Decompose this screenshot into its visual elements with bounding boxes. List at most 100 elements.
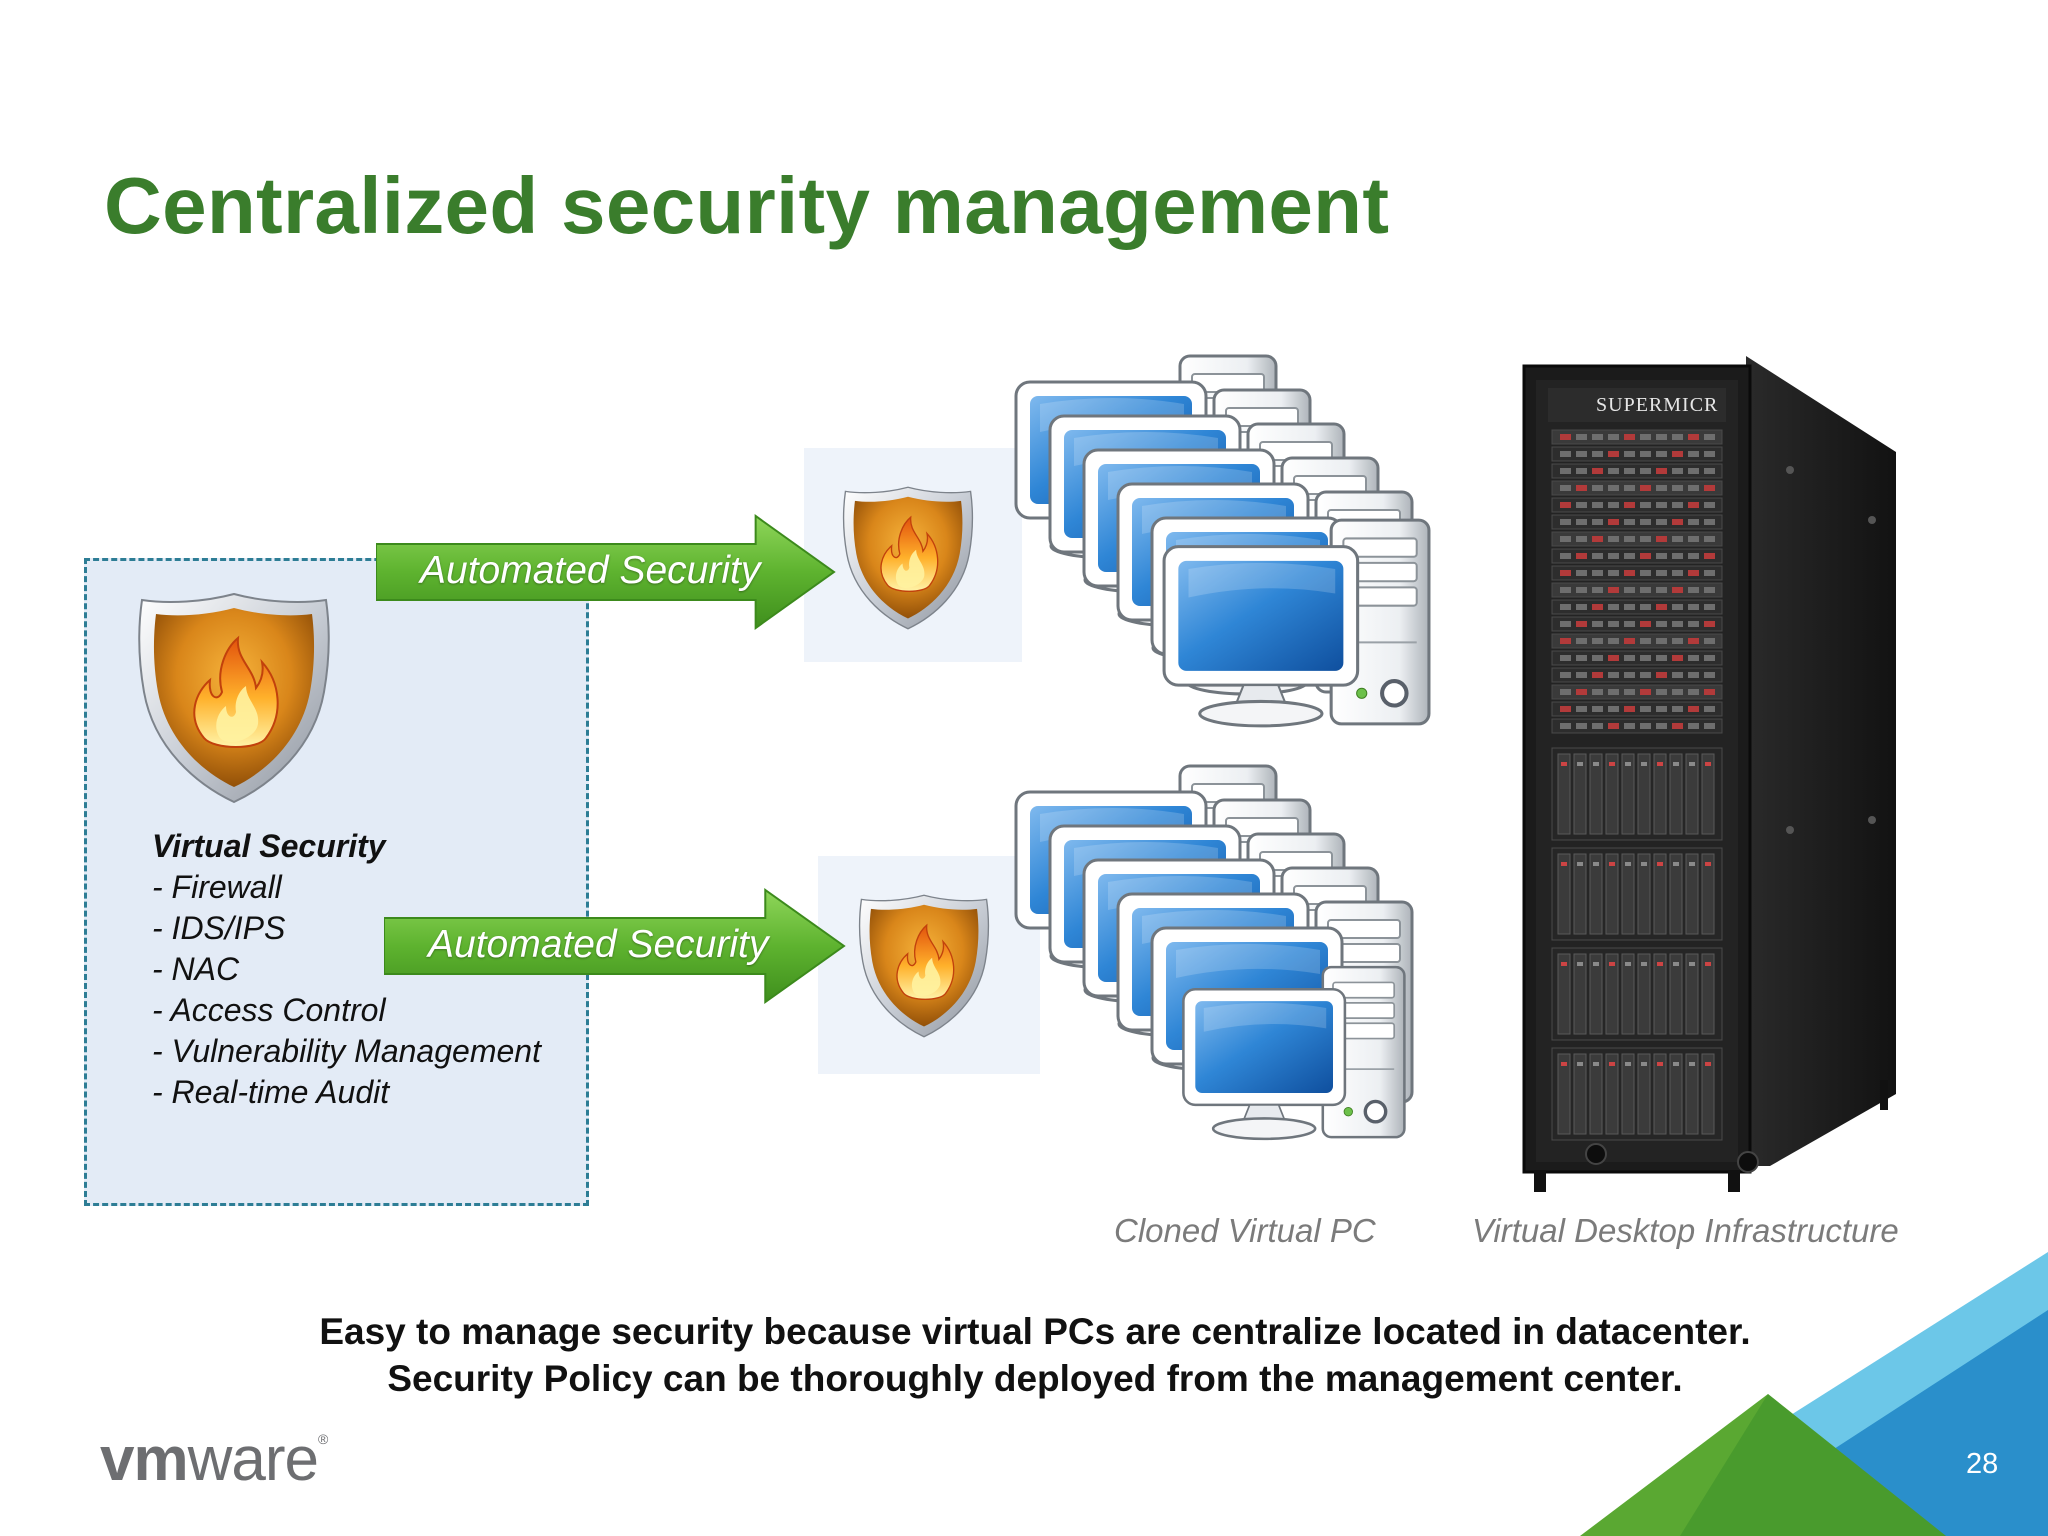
drive-bay xyxy=(1608,723,1619,729)
drive-bay xyxy=(1560,485,1571,491)
drive-bay xyxy=(1576,604,1587,610)
drive-bay xyxy=(1608,604,1619,610)
blade-led xyxy=(1609,1062,1615,1066)
drive-bay xyxy=(1592,570,1603,576)
blade xyxy=(1557,753,1571,835)
drive-bay xyxy=(1560,706,1571,712)
drive-bay xyxy=(1672,587,1683,593)
drive-bay xyxy=(1576,621,1587,627)
server-brand-label: SUPERMICR xyxy=(1596,394,1719,416)
drive-bay xyxy=(1576,502,1587,508)
drive-bay xyxy=(1624,468,1635,474)
blade xyxy=(1573,953,1587,1035)
drive-bay xyxy=(1608,553,1619,559)
drive-bay xyxy=(1624,689,1635,695)
drive-bay xyxy=(1672,723,1683,729)
blade-led xyxy=(1593,862,1599,866)
rack-unit xyxy=(1551,701,1723,717)
drive-bay xyxy=(1640,485,1651,491)
blade-led xyxy=(1577,962,1583,966)
blade-led xyxy=(1705,1062,1711,1066)
drive-bay xyxy=(1640,587,1651,593)
drive-bay xyxy=(1672,502,1683,508)
rack-unit xyxy=(1551,531,1723,547)
drive-bay xyxy=(1576,706,1587,712)
drive-bay xyxy=(1640,536,1651,542)
drive-bay xyxy=(1704,706,1715,712)
shield-flame-icon xyxy=(138,593,330,803)
blade-led xyxy=(1673,962,1679,966)
drive-bay xyxy=(1608,519,1619,525)
drive-bay xyxy=(1656,689,1667,695)
drive-bay xyxy=(1560,672,1571,678)
blade-led xyxy=(1561,862,1567,866)
drive-bay xyxy=(1704,621,1715,627)
drive-bay xyxy=(1608,655,1619,661)
drive-bay xyxy=(1624,570,1635,576)
rack-unit xyxy=(1551,548,1723,564)
corner-triangles xyxy=(1580,1252,2048,1536)
virtual-security-list: Virtual Security - Firewall - IDS/IPS - … xyxy=(152,826,541,1113)
blade-led xyxy=(1705,762,1711,766)
drive-bay xyxy=(1704,672,1715,678)
drive-bay xyxy=(1592,502,1603,508)
blade xyxy=(1685,753,1699,835)
drive-bay xyxy=(1576,553,1587,559)
drive-bay xyxy=(1592,723,1603,729)
rack-unit xyxy=(1551,446,1723,462)
drive-bay xyxy=(1624,604,1635,610)
drive-bay xyxy=(1656,638,1667,644)
drive-bay xyxy=(1608,451,1619,457)
drive-bay xyxy=(1592,553,1603,559)
blade-led xyxy=(1689,862,1695,866)
arrow-label-top: Automated Security xyxy=(420,549,761,592)
blade xyxy=(1669,953,1683,1035)
blade-led xyxy=(1689,962,1695,966)
drive-bay xyxy=(1656,570,1667,576)
virtual-security-title: Virtual Security xyxy=(152,828,386,864)
drive-bay xyxy=(1608,570,1619,576)
drive-bay xyxy=(1560,553,1571,559)
blade-led xyxy=(1641,1062,1647,1066)
drive-bay xyxy=(1560,570,1571,576)
server-rack-icon xyxy=(1522,356,1896,1192)
blade xyxy=(1621,753,1635,835)
blade xyxy=(1621,853,1635,935)
drive-bay xyxy=(1576,519,1587,525)
page-number: 28 xyxy=(1966,1448,1999,1480)
drive-bay xyxy=(1688,655,1699,661)
blade xyxy=(1685,1053,1699,1135)
drive-bay xyxy=(1624,723,1635,729)
drive-bay xyxy=(1704,519,1715,525)
blade-led xyxy=(1657,762,1663,766)
drive-bay xyxy=(1672,706,1683,712)
drive-bay xyxy=(1624,485,1635,491)
drive-bay xyxy=(1592,638,1603,644)
drive-bay xyxy=(1592,689,1603,695)
drive-bay xyxy=(1688,638,1699,644)
blade-led xyxy=(1641,962,1647,966)
list-item: - Real-time Audit xyxy=(152,1074,390,1110)
list-item: - Firewall xyxy=(152,869,282,905)
vmware-logo: vmware® xyxy=(100,1424,328,1495)
drive-bay xyxy=(1656,672,1667,678)
drive-bay xyxy=(1656,451,1667,457)
arrow-label-bottom: Automated Security xyxy=(428,923,769,966)
rack-unit xyxy=(1551,463,1723,479)
drive-bay xyxy=(1560,655,1571,661)
drive-bay xyxy=(1640,689,1651,695)
drive-bay xyxy=(1656,519,1667,525)
computer-icon xyxy=(1183,967,1404,1139)
blade xyxy=(1589,753,1603,835)
drive-bay xyxy=(1704,587,1715,593)
drive-bay xyxy=(1624,536,1635,542)
drive-bay xyxy=(1592,536,1603,542)
blade xyxy=(1637,953,1651,1035)
drive-bay xyxy=(1672,638,1683,644)
blade-led xyxy=(1641,862,1647,866)
drive-bay xyxy=(1688,604,1699,610)
blade xyxy=(1557,1053,1571,1135)
drive-bay xyxy=(1656,434,1667,440)
